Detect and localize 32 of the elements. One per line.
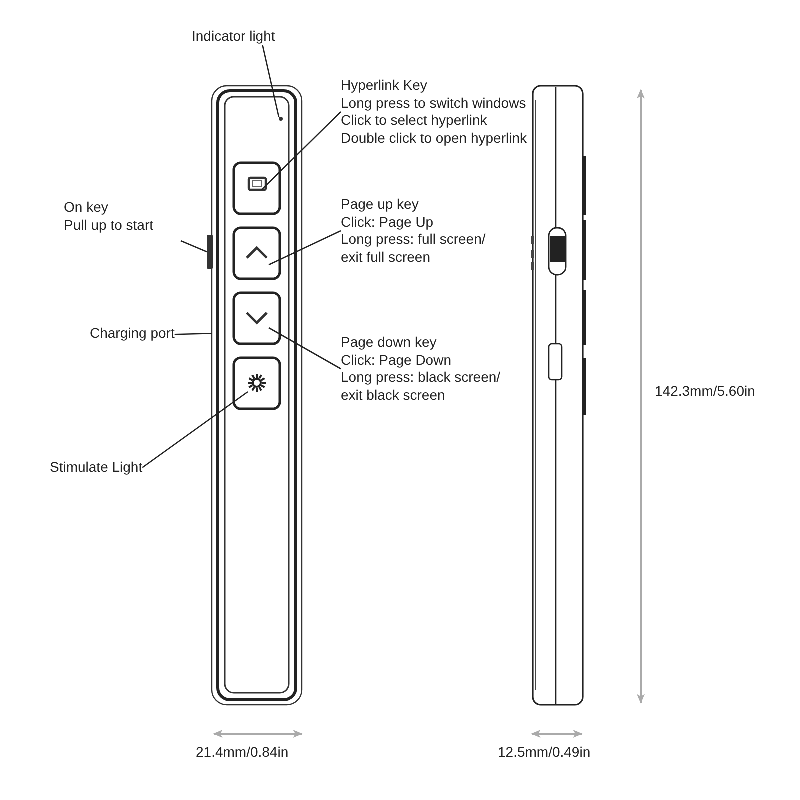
dimension-label: 142.3mm/5.60in [655,383,756,399]
leader-line [174,332,212,336]
leader-line [262,45,280,118]
callout-text: Stimulate Light [50,459,143,476]
callout-text: Click: Page Up [341,214,435,231]
window-icon [248,176,268,192]
callout-text: Long press to switch windows [341,94,527,112]
leader-line [142,391,248,468]
callout-text: Charging port [90,325,175,342]
leader-line [180,240,208,253]
dimension-label: 21.4mm/0.84in [196,744,289,760]
callout-text: Long press: full screen/ exit full screen [341,231,487,266]
callout-text: Page up key [341,196,420,214]
callout-text: Indicator light [192,28,276,46]
callout-text: Pull up to start [64,216,154,234]
callout-text: Click to select hyperlink [341,112,488,130]
sun-icon [248,374,266,392]
presenter-front-drawing [211,85,303,706]
chevron-down-icon [246,312,268,325]
callout-text: Page down key [341,334,438,352]
leader-line [268,230,342,266]
chevron-up-icon [246,246,268,259]
indicator-light-dot [279,117,283,121]
leader-line [268,327,342,370]
dimension-label: 12.5mm/0.49in [498,744,591,760]
callout-text: Hyperlink Key [341,77,428,94]
callout-text: On key [64,199,110,216]
callout-text: Long press: black screen/ exit black screen [341,369,502,404]
callout-text: Click: Page Down [341,352,452,369]
slide-switch [207,235,213,269]
leader-line [261,112,342,190]
callout-text: Double click to open hyperlink [341,130,527,147]
